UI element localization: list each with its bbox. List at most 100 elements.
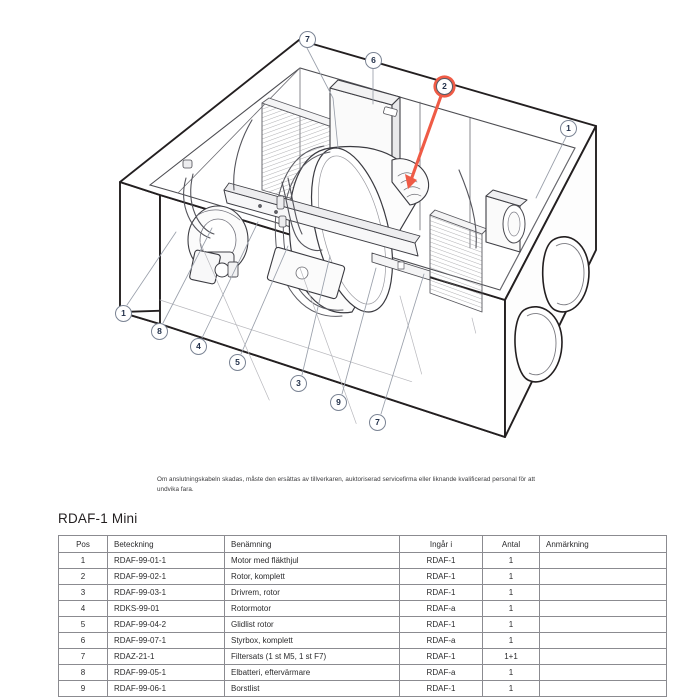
cell-pos: 3 [58,584,108,601]
cell-antal: 1 [482,584,540,601]
cell-ingar_i: RDAF-1 [399,552,483,569]
cell-ingar_i: RDAF-a [399,664,483,681]
cell-ingar_i: RDAF-a [399,600,483,617]
cell-anmarkning [539,584,667,601]
parts-table-container: Pos Beteckning Benämning Ingår i Antal A… [58,535,667,697]
duct-spigots [514,235,590,383]
cell-beteckning: RDAF-99-07-1 [107,632,225,649]
column-header-pos: Pos [58,535,108,553]
table-header-row: Pos Beteckning Benämning Ingår i Antal A… [58,535,667,553]
glidlist-seal [223,182,421,257]
column-header-benamning: Benämning [224,535,400,553]
cell-beteckning: RDAF-99-02-1 [107,568,225,585]
cell-beteckning: RDKS-99-01 [107,600,225,617]
cell-antal: 1 [482,616,540,633]
leader-line-1 [126,231,177,306]
parts-table: Pos Beteckning Benämning Ingår i Antal A… [58,535,667,697]
cell-pos: 7 [58,648,108,665]
cell-antal: 1 [482,600,540,617]
filter-right [429,209,488,313]
leader-line-7 [306,47,339,149]
cell-beteckning: RDAF-99-03-1 [107,584,225,601]
cell-pos: 1 [58,552,108,569]
cell-antal: 1 [482,568,540,585]
cell-antal: 1 [482,632,540,649]
callout-leader-lines [126,47,567,415]
leader-line-9 [341,267,377,395]
cell-anmarkning [539,568,667,585]
borstlist [371,252,431,281]
cell-pos: 4 [58,600,108,617]
cell-beteckning: RDAF-99-04-2 [107,616,225,633]
cell-benamning: Filtersats (1 st M5, 1 st F7) [224,648,400,665]
callout-6-top: 6 [365,52,382,69]
callout-7-top: 7 [299,31,316,48]
leader-line-1 [535,136,567,199]
safety-warning-note: Om anslutningskabeln skadas, måste den e… [157,476,536,493]
highlight-arrow [405,94,443,189]
cell-ingar_i: RDAF-1 [399,584,483,601]
fan-motor-right [485,189,528,253]
page-title: RDAF-1 Mini [58,511,138,526]
cell-benamning: Styrbox, komplett [224,632,400,649]
callout-3-bottom: 3 [290,375,307,392]
cell-benamning: Motor med fläkthjul [224,552,400,569]
cell-beteckning: RDAF-99-06-1 [107,680,225,697]
callout-4-bottom: 4 [190,338,207,355]
cell-ingar_i: RDAF-a [399,632,483,649]
cell-anmarkning [539,664,667,681]
cell-beteckning: RDAZ-21-1 [107,648,225,665]
cell-benamning: Drivrem, rotor [224,584,400,601]
callout-5-bottom: 5 [229,354,246,371]
column-header-ingar-i: Ingår i [399,535,483,553]
cell-benamning: Borstlist [224,680,400,697]
elbatteri-heater [266,246,346,300]
cell-antal: 1 [482,664,540,681]
cell-ingar_i: RDAF-1 [399,680,483,697]
leader-line-4 [201,221,259,339]
diagram-illustration [119,39,597,440]
column-header-antal: Antal [482,535,540,553]
callout-8-bottom: 8 [151,323,168,340]
cable-connectors [182,159,287,228]
cell-ingar_i: RDAF-1 [399,568,483,585]
column-header-beteckning: Beteckning [107,535,225,553]
callout-9-bottom: 9 [330,394,347,411]
cell-pos: 6 [58,632,108,649]
cell-anmarkning [539,552,667,569]
cell-pos: 5 [58,616,108,633]
cell-beteckning: RDAF-99-05-1 [107,664,225,681]
wiring-harness [183,119,477,252]
cell-antal: 1 [482,552,540,569]
callout-1-right: 1 [560,120,577,137]
rotor-motor [189,249,239,285]
cell-anmarkning [539,616,667,633]
cell-anmarkning [539,680,667,697]
cell-benamning: Rotor, komplett [224,568,400,585]
leader-line-5 [240,245,289,355]
callout-1-left: 1 [115,305,132,322]
cell-pos: 8 [58,664,108,681]
cell-benamning: Glidlist rotor [224,616,400,633]
cell-benamning: Rotormotor [224,600,400,617]
drive-belt [274,145,344,317]
cell-ingar_i: RDAF-1 [399,616,483,633]
cell-anmarkning [539,632,667,649]
cell-benamning: Elbatteri, eftervärmare [224,664,400,681]
callout-7-bottom: 7 [369,414,386,431]
leader-line-3 [301,255,331,376]
cell-pos: 9 [58,680,108,697]
cell-antal: 1 [482,680,540,697]
cell-ingar_i: RDAF-1 [399,648,483,665]
cell-anmarkning [539,648,667,665]
cell-pos: 2 [58,568,108,585]
cell-antal: 1+1 [482,648,540,665]
